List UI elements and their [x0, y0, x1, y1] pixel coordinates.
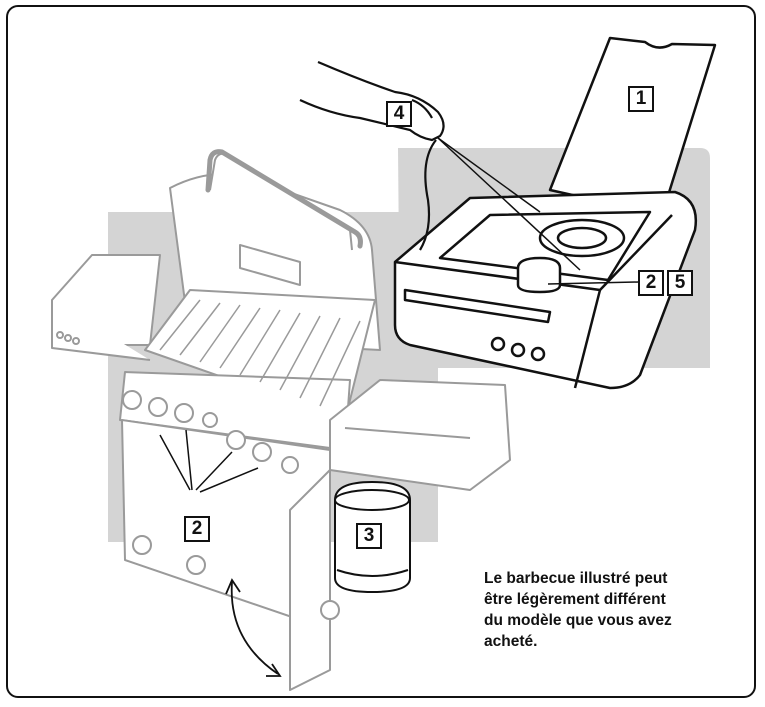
side-burner-lid	[548, 36, 717, 217]
cooking-grate-bars	[159, 299, 361, 407]
door-swing-arrow	[225, 578, 282, 677]
callout-4-lighting: 4	[386, 101, 412, 127]
hand-with-lighter	[299, 60, 445, 142]
callout-3-propane-tank: 3	[356, 523, 382, 549]
callout-2-burner-knobs: 2	[184, 516, 210, 542]
side-burner-assembly	[393, 36, 717, 390]
igniter-wire	[419, 139, 437, 251]
callout-5-igniter: 5	[667, 270, 693, 296]
control-knobs	[122, 390, 299, 474]
callout-1-side-burner-cover: 1	[628, 86, 654, 112]
model-disclaimer-note: Le barbecue illustré peut être légèremen…	[484, 570, 672, 650]
leader-lines	[159, 137, 639, 493]
callout-2-side-burner-knob: 2	[638, 270, 664, 296]
lid-handle	[205, 149, 363, 249]
grill-body	[51, 152, 511, 691]
